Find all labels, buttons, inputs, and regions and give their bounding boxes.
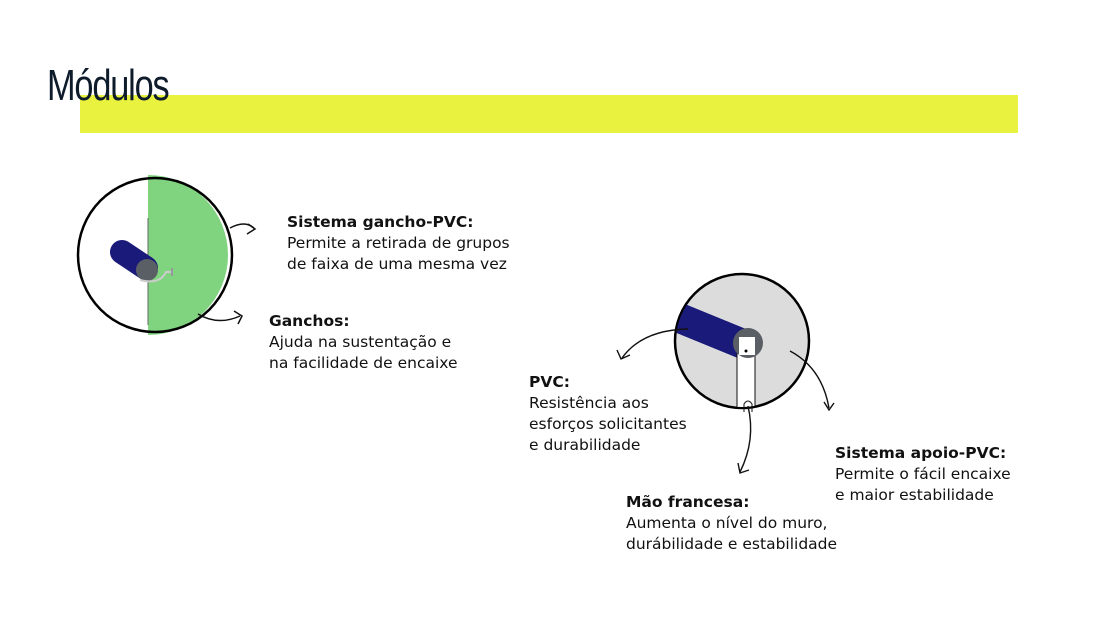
- label-sistema-apoio-pvc: Sistema apoio-PVC: Permite o fácil encai…: [835, 444, 1011, 504]
- label-sistema-gancho-pvc: Sistema gancho-PVC: Permite a retirada d…: [287, 213, 510, 273]
- title-highlight-bar: [80, 95, 1018, 133]
- page-title: Módulos: [47, 61, 170, 110]
- label-pvc: PVC: Resistência aos esforços solicitant…: [529, 373, 687, 454]
- right-module-illustration: [616, 272, 835, 474]
- label-mao-francesa: Mão francesa: Aumenta o nível do muro, d…: [626, 493, 838, 553]
- label-ganchos: Ganchos: Ajuda na sustentação e na facil…: [269, 312, 458, 372]
- left-module-illustration: [76, 175, 257, 335]
- left-tube-icon: [110, 240, 173, 283]
